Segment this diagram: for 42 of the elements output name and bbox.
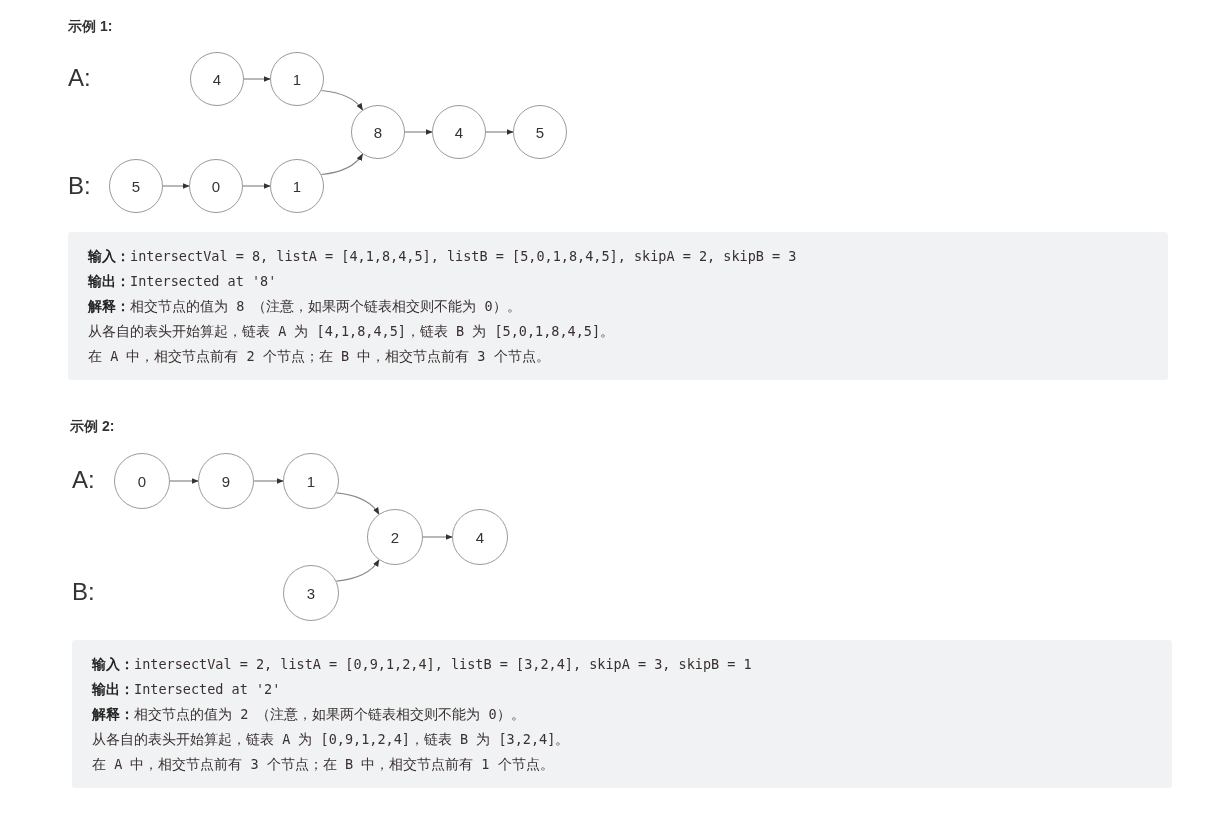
list-node-circle: 1: [283, 453, 339, 509]
list-node-circle: 3: [283, 565, 339, 621]
explanation-line: 输入：intersectVal = 8, listA = [4,1,8,4,5], listB = [5,0,1,8,4,5], skipA = 2, skipB = 3: [88, 247, 797, 266]
example-heading: 示例 2:: [70, 418, 115, 436]
list-node-circle: 4: [432, 105, 486, 159]
list-node-circle: 4: [190, 52, 244, 106]
arrow: [243, 76, 271, 82]
list-node-circle: 8: [351, 105, 405, 159]
list-node-circle: 5: [513, 105, 567, 159]
explanation-line: 输出：Intersected at '8': [88, 272, 277, 291]
example-heading: 示例 1:: [68, 18, 113, 36]
arrow: [242, 183, 271, 189]
arrow: [485, 129, 514, 135]
arrow: [320, 153, 364, 176]
arrow: [320, 89, 364, 111]
explanation-line: 在 A 中，相交节点前有 3 个节点；在 B 中，相交节点前有 1 个节点。: [92, 755, 554, 774]
list-node-circle: 0: [189, 159, 243, 213]
list-label: B:: [68, 172, 91, 200]
list-node-circle: 1: [270, 159, 324, 213]
list-label: B:: [72, 578, 95, 606]
list-label: A:: [72, 466, 95, 494]
arrow: [335, 559, 380, 582]
arrow: [162, 183, 190, 189]
arrow: [422, 534, 453, 540]
list-node-circle: 0: [114, 453, 170, 509]
list-node-circle: 4: [452, 509, 508, 565]
explanation-line: 从各自的表头开始算起，链表 A 为 [4,1,8,4,5]，链表 B 为 [5,0,1,8,4,5]。: [88, 322, 615, 341]
explanation-line: 输入：intersectVal = 2, listA = [0,9,1,2,4], listB = [3,2,4], skipA = 3, skipB = 1: [92, 655, 752, 674]
explanation-line: 在 A 中，相交节点前有 2 个节点；在 B 中，相交节点前有 3 个节点。: [88, 347, 550, 366]
arrow: [253, 478, 284, 484]
explanation-line: 解释：相交节点的值为 2 （注意，如果两个链表相交则不能为 0）。: [92, 705, 525, 724]
explanation-line: 解释：相交节点的值为 8 （注意，如果两个链表相交则不能为 0）。: [88, 297, 521, 316]
list-label: A:: [68, 64, 91, 92]
arrow: [169, 478, 199, 484]
explanation-line: 从各自的表头开始算起，链表 A 为 [0,9,1,2,4]，链表 B 为 [3,2,4]。: [92, 730, 570, 749]
list-node-circle: 5: [109, 159, 163, 213]
list-node-circle: 1: [270, 52, 324, 106]
explanation-line: 输出：Intersected at '2': [92, 680, 281, 699]
arrow: [335, 492, 380, 515]
list-node-circle: 2: [367, 509, 423, 565]
list-node-circle: 9: [198, 453, 254, 509]
arrow: [404, 129, 433, 135]
